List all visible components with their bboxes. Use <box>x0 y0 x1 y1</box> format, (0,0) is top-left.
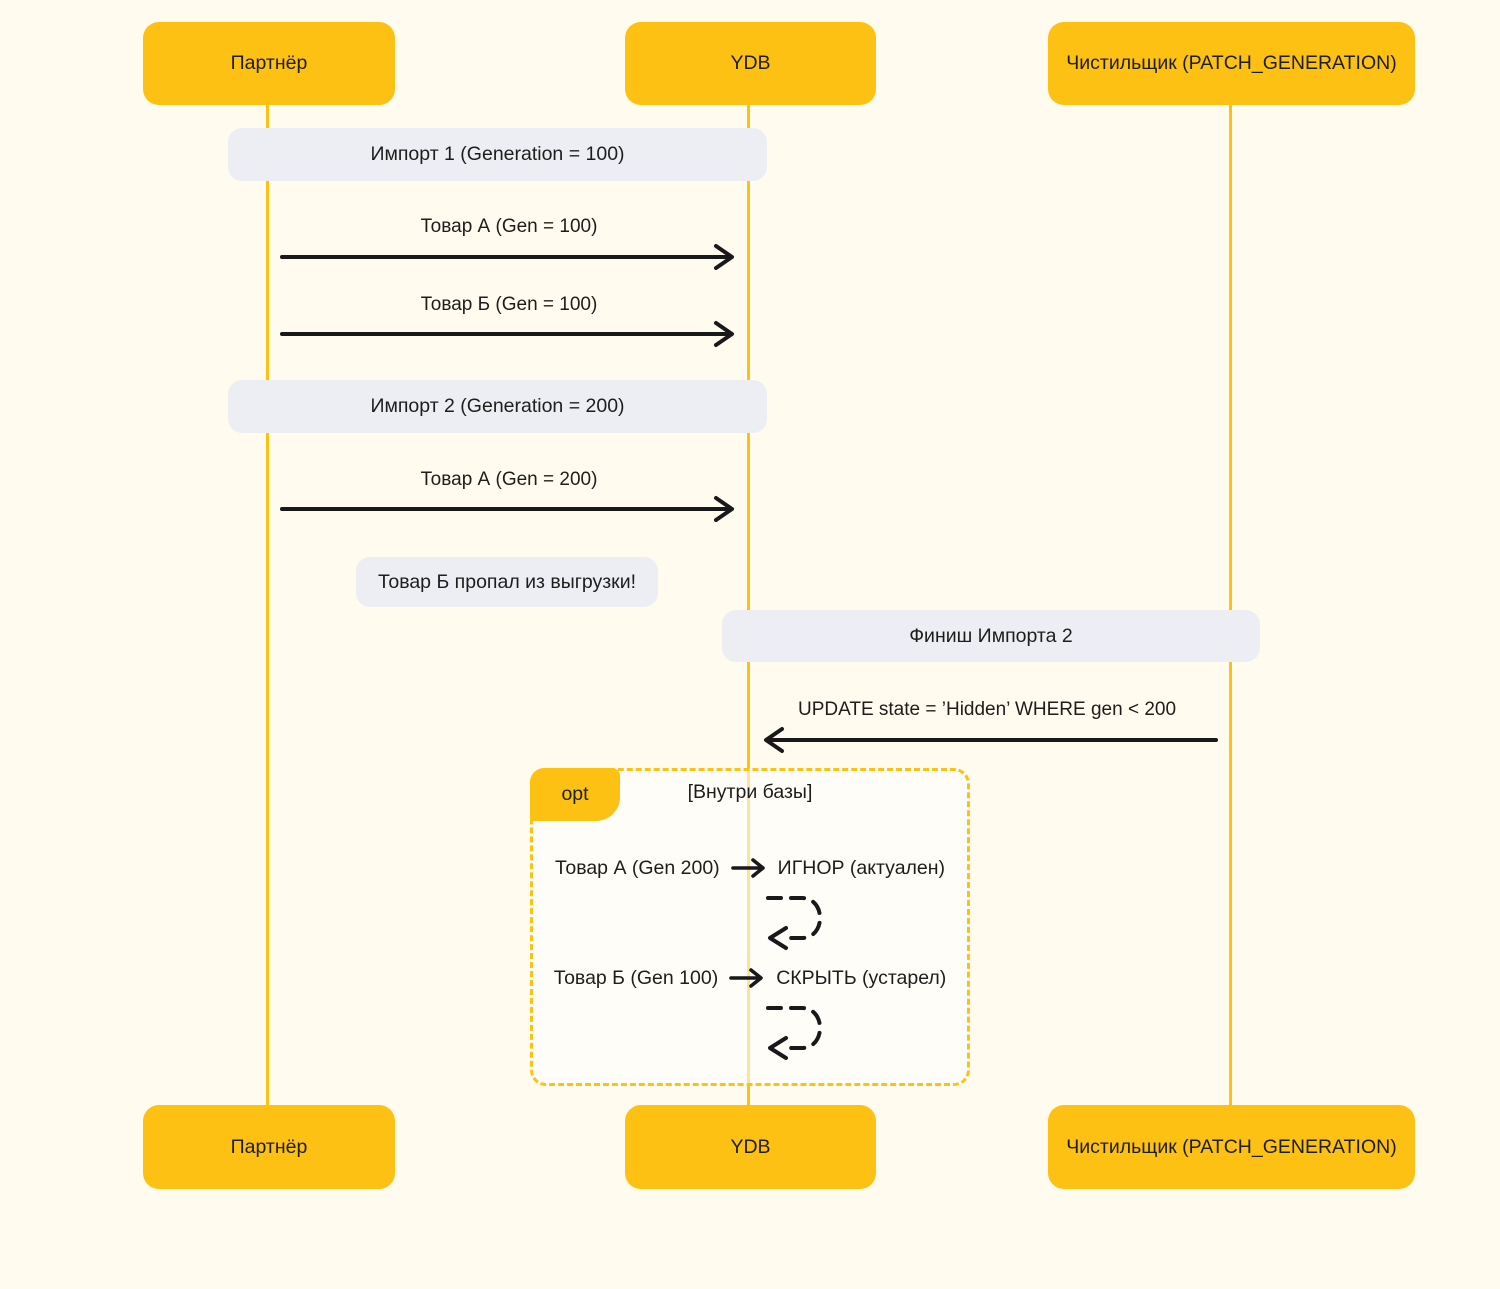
actor-cleaner-top: Чистильщик (PATCH_GENERATION) <box>1048 22 1415 105</box>
note-import-1-text: Импорт 1 (Generation = 100) <box>370 143 625 165</box>
inline-arrow-right-icon <box>729 967 765 989</box>
message-2-label: Товар Б (Gen = 100) <box>420 294 598 315</box>
message-4-label: UPDATE state = ’Hidden’ WHERE gen < 200 <box>797 699 1177 720</box>
actor-partner-top: Партнёр <box>143 22 395 105</box>
fragment-row-1-input: Товар А (Gen 200) <box>554 856 720 879</box>
opt-fragment-guard: [Внутри базы] <box>687 781 813 803</box>
actor-cleaner-label: Чистильщик (PATCH_GENERATION) <box>1066 52 1397 74</box>
opt-fragment-tab: opt <box>530 768 620 821</box>
note-item-b-missing-text: Товар Б пропал из выгрузки! <box>377 570 637 593</box>
actor-ydb-bottom: YDB <box>625 1105 876 1189</box>
self-loop-dashed-arrow-icon <box>760 998 840 1062</box>
message-2-arrow-right-icon <box>280 320 738 353</box>
message-3-label: Товар А (Gen = 200) <box>420 469 598 490</box>
inline-arrow-right-icon <box>730 857 767 879</box>
fragment-row-2-input: Товар Б (Gen 100) <box>553 966 719 989</box>
actor-ydb-label: YDB <box>730 1135 771 1158</box>
fragment-row-1-result: ИГНОР (актуален) <box>777 856 946 879</box>
note-import-2-finish: Финиш Импорта 2 <box>722 610 1260 662</box>
fragment-row-2: Товар Б (Gen 100) СКРЫТЬ (устарел) <box>530 963 970 993</box>
fragment-row-1: Товар А (Gen 200) ИГНОР (актуален) <box>530 853 970 883</box>
opt-fragment <box>530 768 970 1086</box>
note-import-1: Импорт 1 (Generation = 100) <box>228 128 767 181</box>
message-1-arrow-right-icon <box>280 243 738 276</box>
message-1-label: Товар А (Gen = 100) <box>420 216 598 237</box>
note-item-b-missing: Товар Б пропал из выгрузки! <box>356 557 658 607</box>
opt-fragment-operator: opt <box>561 783 589 805</box>
note-import-2: Импорт 2 (Generation = 200) <box>228 380 767 433</box>
actor-partner-label: Партнёр <box>230 52 308 74</box>
message-4-arrow-left-icon <box>756 726 1218 759</box>
message-3-arrow-right-icon <box>280 495 738 528</box>
self-loop-dashed-arrow-icon <box>760 888 840 952</box>
actor-ydb-top: YDB <box>625 22 876 105</box>
actor-cleaner-label: Чистильщик (PATCH_GENERATION) <box>1066 1135 1397 1158</box>
actor-partner-bottom: Партнёр <box>143 1105 395 1189</box>
actor-ydb-label: YDB <box>730 52 771 74</box>
actor-partner-label: Партнёр <box>230 1135 308 1158</box>
lifeline-partner <box>266 104 269 1106</box>
lifeline-ydb <box>747 104 750 1106</box>
note-import-2-text: Импорт 2 (Generation = 200) <box>370 395 625 417</box>
note-import-2-finish-text: Финиш Импорта 2 <box>909 624 1073 647</box>
actor-cleaner-bottom: Чистильщик (PATCH_GENERATION) <box>1048 1105 1415 1189</box>
fragment-row-2-result: СКРЫТЬ (устарел) <box>776 966 947 989</box>
lifeline-cleaner <box>1229 104 1232 1106</box>
